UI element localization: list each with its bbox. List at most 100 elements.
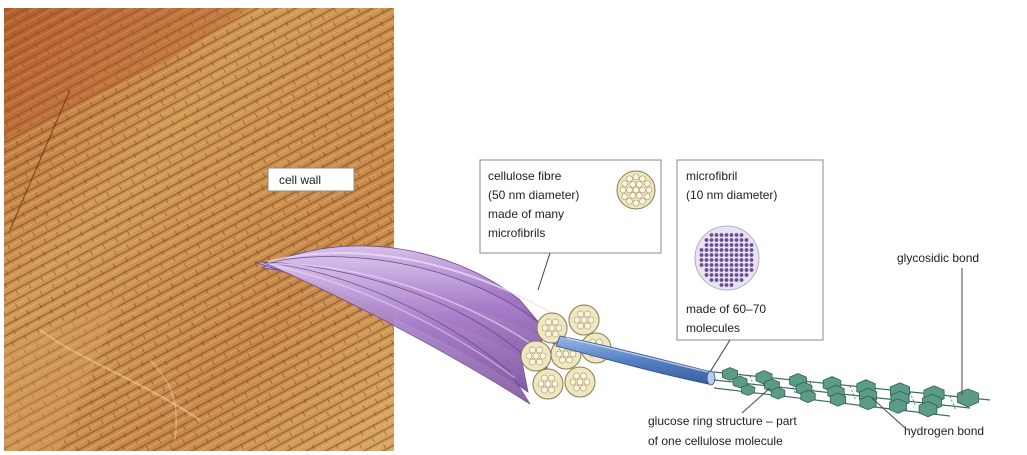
- cross-section-dot: [574, 385, 580, 391]
- glucose-rings: [722, 368, 978, 417]
- cross-section-dot: [574, 317, 580, 323]
- fibre-icon-dot: [644, 181, 650, 187]
- cross-section-dot: [581, 373, 587, 379]
- microfibril-dot: [730, 253, 734, 257]
- microfibril-dot: [705, 253, 709, 257]
- microfibril-dot: [725, 268, 729, 272]
- microfibril-dot: [745, 263, 749, 267]
- microfibril-dot: [745, 238, 749, 242]
- microfibril-dot: [720, 273, 724, 277]
- microfibril-dot: [750, 268, 754, 272]
- microfibril-dot: [750, 243, 754, 247]
- microfibril-dot: [730, 268, 734, 272]
- cross-section-dot: [542, 387, 548, 393]
- microfibril-dot: [730, 248, 734, 252]
- microfibril-dot: [735, 258, 739, 262]
- microfibril-dot: [735, 278, 739, 282]
- microfibril-dot: [735, 273, 739, 277]
- microfibril-dot: [705, 268, 709, 272]
- fibre-icon-dot: [627, 198, 633, 204]
- microfibril-dot: [710, 248, 714, 252]
- microfibril-dot: [745, 253, 749, 257]
- fibre-icon-dot: [636, 181, 642, 187]
- glucose-ring: [830, 393, 845, 406]
- cross-section-dot: [584, 379, 590, 385]
- microfibril-dot: [725, 258, 729, 262]
- fibre-icon-dot: [640, 176, 646, 182]
- glycosidic-bond-label: glycosidic bond: [897, 251, 979, 395]
- hydrogen-text: hydrogen bond: [904, 424, 984, 438]
- glucose-ring: [890, 399, 907, 414]
- microfibril-dot: [725, 283, 729, 287]
- microfibril-dot: [750, 253, 754, 257]
- microfibril-dot: [720, 253, 724, 257]
- microfibril-dot: [720, 268, 724, 272]
- cross-section-dot: [530, 347, 536, 353]
- microfibril-dot: [705, 258, 709, 262]
- microfibril-label: microfibril (10 nm diameter) made of 60–…: [677, 160, 823, 372]
- fibre-icon-dot: [630, 193, 636, 199]
- microfibril-dot: [750, 258, 754, 262]
- glucose-ring: [771, 387, 785, 399]
- microfibril-dot: [730, 233, 734, 237]
- microfibril-dot: [715, 273, 719, 277]
- microfibril-dot: [720, 278, 724, 282]
- microfibril-dot: [730, 243, 734, 247]
- cell-wall-micrograph: [4, 8, 394, 451]
- cell-wall-label: cell wall: [268, 168, 354, 191]
- cross-section-dot: [542, 375, 548, 381]
- microfibril-dot: [715, 268, 719, 272]
- microfibril-dot: [700, 263, 704, 267]
- cross-section-dot: [585, 311, 591, 317]
- fibre-label-line2: (50 nm diameter): [488, 188, 579, 202]
- microfibril-dot: [730, 278, 734, 282]
- microfibril-dot: [720, 283, 724, 287]
- cross-section-dot: [581, 385, 587, 391]
- microfibril-dot: [710, 278, 714, 282]
- microfibril-dot: [710, 268, 714, 272]
- cellulose-fibre-label: cellulose fibre (50 nm diameter) made of…: [480, 160, 661, 290]
- fibre-label-line1: cellulose fibre: [488, 169, 562, 183]
- hydrogen-bond-line: [910, 392, 916, 407]
- microfibril-dot: [730, 263, 734, 267]
- microfibril-dot: [730, 273, 734, 277]
- microfibril-dot: [750, 263, 754, 267]
- microfibril-dot: [735, 243, 739, 247]
- microfibril-dot: [710, 243, 714, 247]
- fibre-label-line4: microfibrils: [488, 226, 545, 240]
- cross-section-dot: [553, 331, 559, 337]
- microfibril-dot: [720, 263, 724, 267]
- micro-label-line3: made of 60–70: [686, 302, 766, 316]
- glucose-ring: [801, 390, 815, 402]
- microfibril-dot: [705, 243, 709, 247]
- cellulose-molecule-chains: [714, 368, 990, 417]
- cross-section-dot: [567, 357, 573, 363]
- fibre-icon: [617, 171, 655, 209]
- microfibril-dot: [725, 278, 729, 282]
- fibre-icon-dot: [627, 187, 633, 193]
- microfibril-dot: [745, 248, 749, 252]
- microfibril-dot: [705, 263, 709, 267]
- cross-section-dot: [546, 319, 552, 325]
- fibre-icon-dot: [644, 194, 650, 200]
- microfibril-dot: [740, 233, 744, 237]
- microfibril-dot: [740, 278, 744, 282]
- cross-section-dot: [556, 351, 562, 357]
- microfibril-dot: [720, 258, 724, 262]
- microfibril-dot: [710, 233, 714, 237]
- microfibril-dot: [715, 263, 719, 267]
- glucose-ring: [860, 396, 876, 410]
- microfibril-dot: [735, 238, 739, 242]
- microfibril-dot: [740, 253, 744, 257]
- microfibril-dot: [705, 238, 709, 242]
- microfibril-dot: [745, 273, 749, 277]
- glucose-text-line1: glucose ring structure – part: [648, 414, 797, 428]
- microfibril-dot: [730, 258, 734, 262]
- glucose-ring: [742, 385, 755, 396]
- microfibril-dot: [740, 263, 744, 267]
- fibre-icon-dot: [633, 174, 639, 180]
- microfibril-dot: [735, 248, 739, 252]
- fibre-icon-dot: [622, 181, 628, 187]
- microfibril-dot: [715, 233, 719, 237]
- cross-section-dot: [556, 325, 562, 331]
